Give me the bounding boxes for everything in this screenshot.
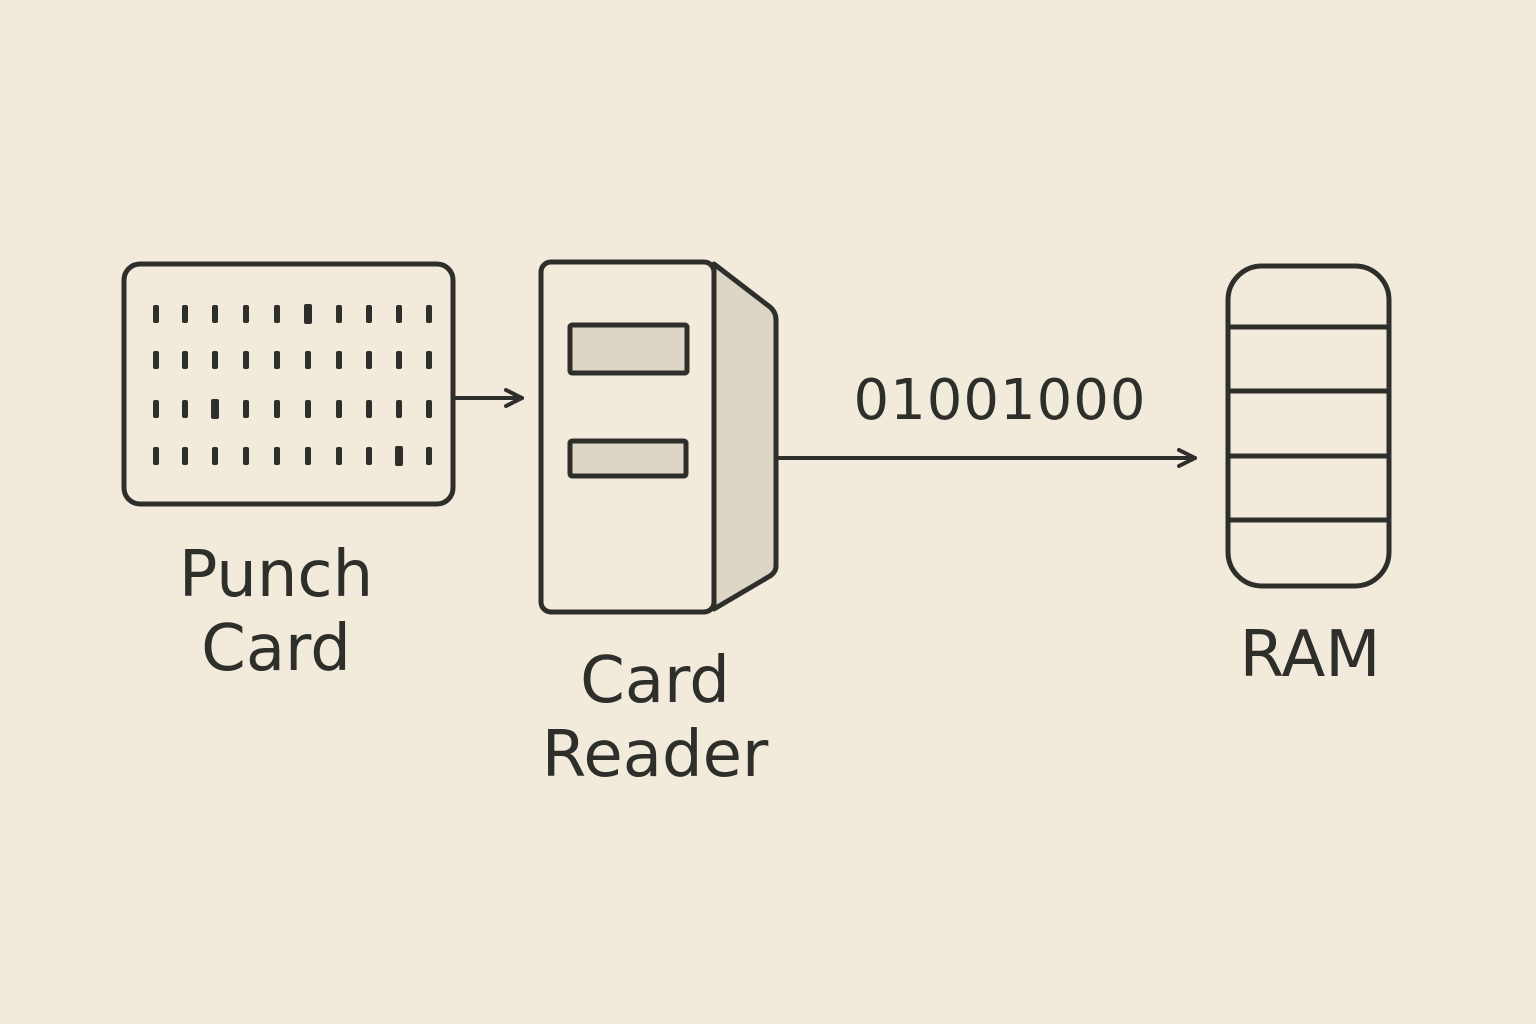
punch-card-hole: [153, 447, 159, 465]
ram-outline: [1225, 263, 1392, 589]
punch-card-hole: [182, 305, 188, 323]
punch-card-hole: [274, 400, 280, 418]
punch-card-hole: [426, 400, 432, 418]
punch-card-hole: [396, 305, 402, 323]
card-reader-icon: [538, 259, 779, 615]
punch-card-hole: [211, 399, 219, 419]
punch-card-hole: [426, 305, 432, 323]
punch-card-hole: [243, 351, 249, 369]
punch-card-hole: [395, 446, 403, 466]
punch-card-hole: [212, 351, 218, 369]
punch-card-hole: [366, 447, 372, 465]
ram-label-text: RAM: [1239, 618, 1381, 692]
ram-label: RAM: [1210, 618, 1410, 692]
punch-card-hole: [274, 351, 280, 369]
punch-card-hole: [396, 400, 402, 418]
punch-card-icon: [121, 261, 456, 507]
punch-card-label-line1: Punch: [178, 538, 374, 612]
punch-card-hole: [305, 447, 311, 465]
punch-card-hole: [153, 400, 159, 418]
card-reader-label: Card Reader: [530, 644, 780, 792]
punch-card-hole: [305, 400, 311, 418]
card-reader-slot-top: [567, 322, 690, 376]
punch-card-hole: [182, 400, 188, 418]
card-reader-label-line2: Reader: [541, 718, 769, 792]
punch-card-holes: [153, 304, 432, 466]
punch-card-outline: [121, 261, 456, 507]
punch-card-hole: [274, 447, 280, 465]
punch-card-hole: [153, 305, 159, 323]
card-reader-slot-bottom: [567, 438, 689, 479]
ram-icon: [1225, 263, 1392, 589]
punch-card-hole: [274, 305, 280, 323]
punch-card-hole: [366, 351, 372, 369]
punch-card-hole: [182, 447, 188, 465]
card-reader-body: [538, 259, 717, 615]
card-reader-label-line1: Card: [580, 644, 730, 718]
binary-data-label: 01001000: [853, 368, 1147, 433]
punch-card-hole: [336, 305, 342, 323]
punch-card-hole: [243, 400, 249, 418]
punch-card-hole: [153, 351, 159, 369]
punch-card-hole: [426, 351, 432, 369]
punch-card-hole: [366, 305, 372, 323]
punch-card-hole: [396, 351, 402, 369]
punch-card-label: Punch Card: [166, 538, 386, 686]
punch-card-hole: [426, 447, 432, 465]
punch-card-hole: [305, 351, 311, 369]
punch-card-hole: [366, 400, 372, 418]
punch-card-hole: [212, 305, 218, 323]
punch-card-hole: [212, 447, 218, 465]
card-reader-side: [711, 261, 779, 612]
punch-card-hole: [243, 447, 249, 465]
punch-card-hole: [336, 351, 342, 369]
punch-card-hole: [243, 305, 249, 323]
punch-card-hole: [304, 304, 312, 324]
punch-card-hole: [336, 447, 342, 465]
punch-card-hole: [336, 400, 342, 418]
punch-card-hole: [182, 351, 188, 369]
punch-card-label-line2: Card: [201, 612, 351, 686]
